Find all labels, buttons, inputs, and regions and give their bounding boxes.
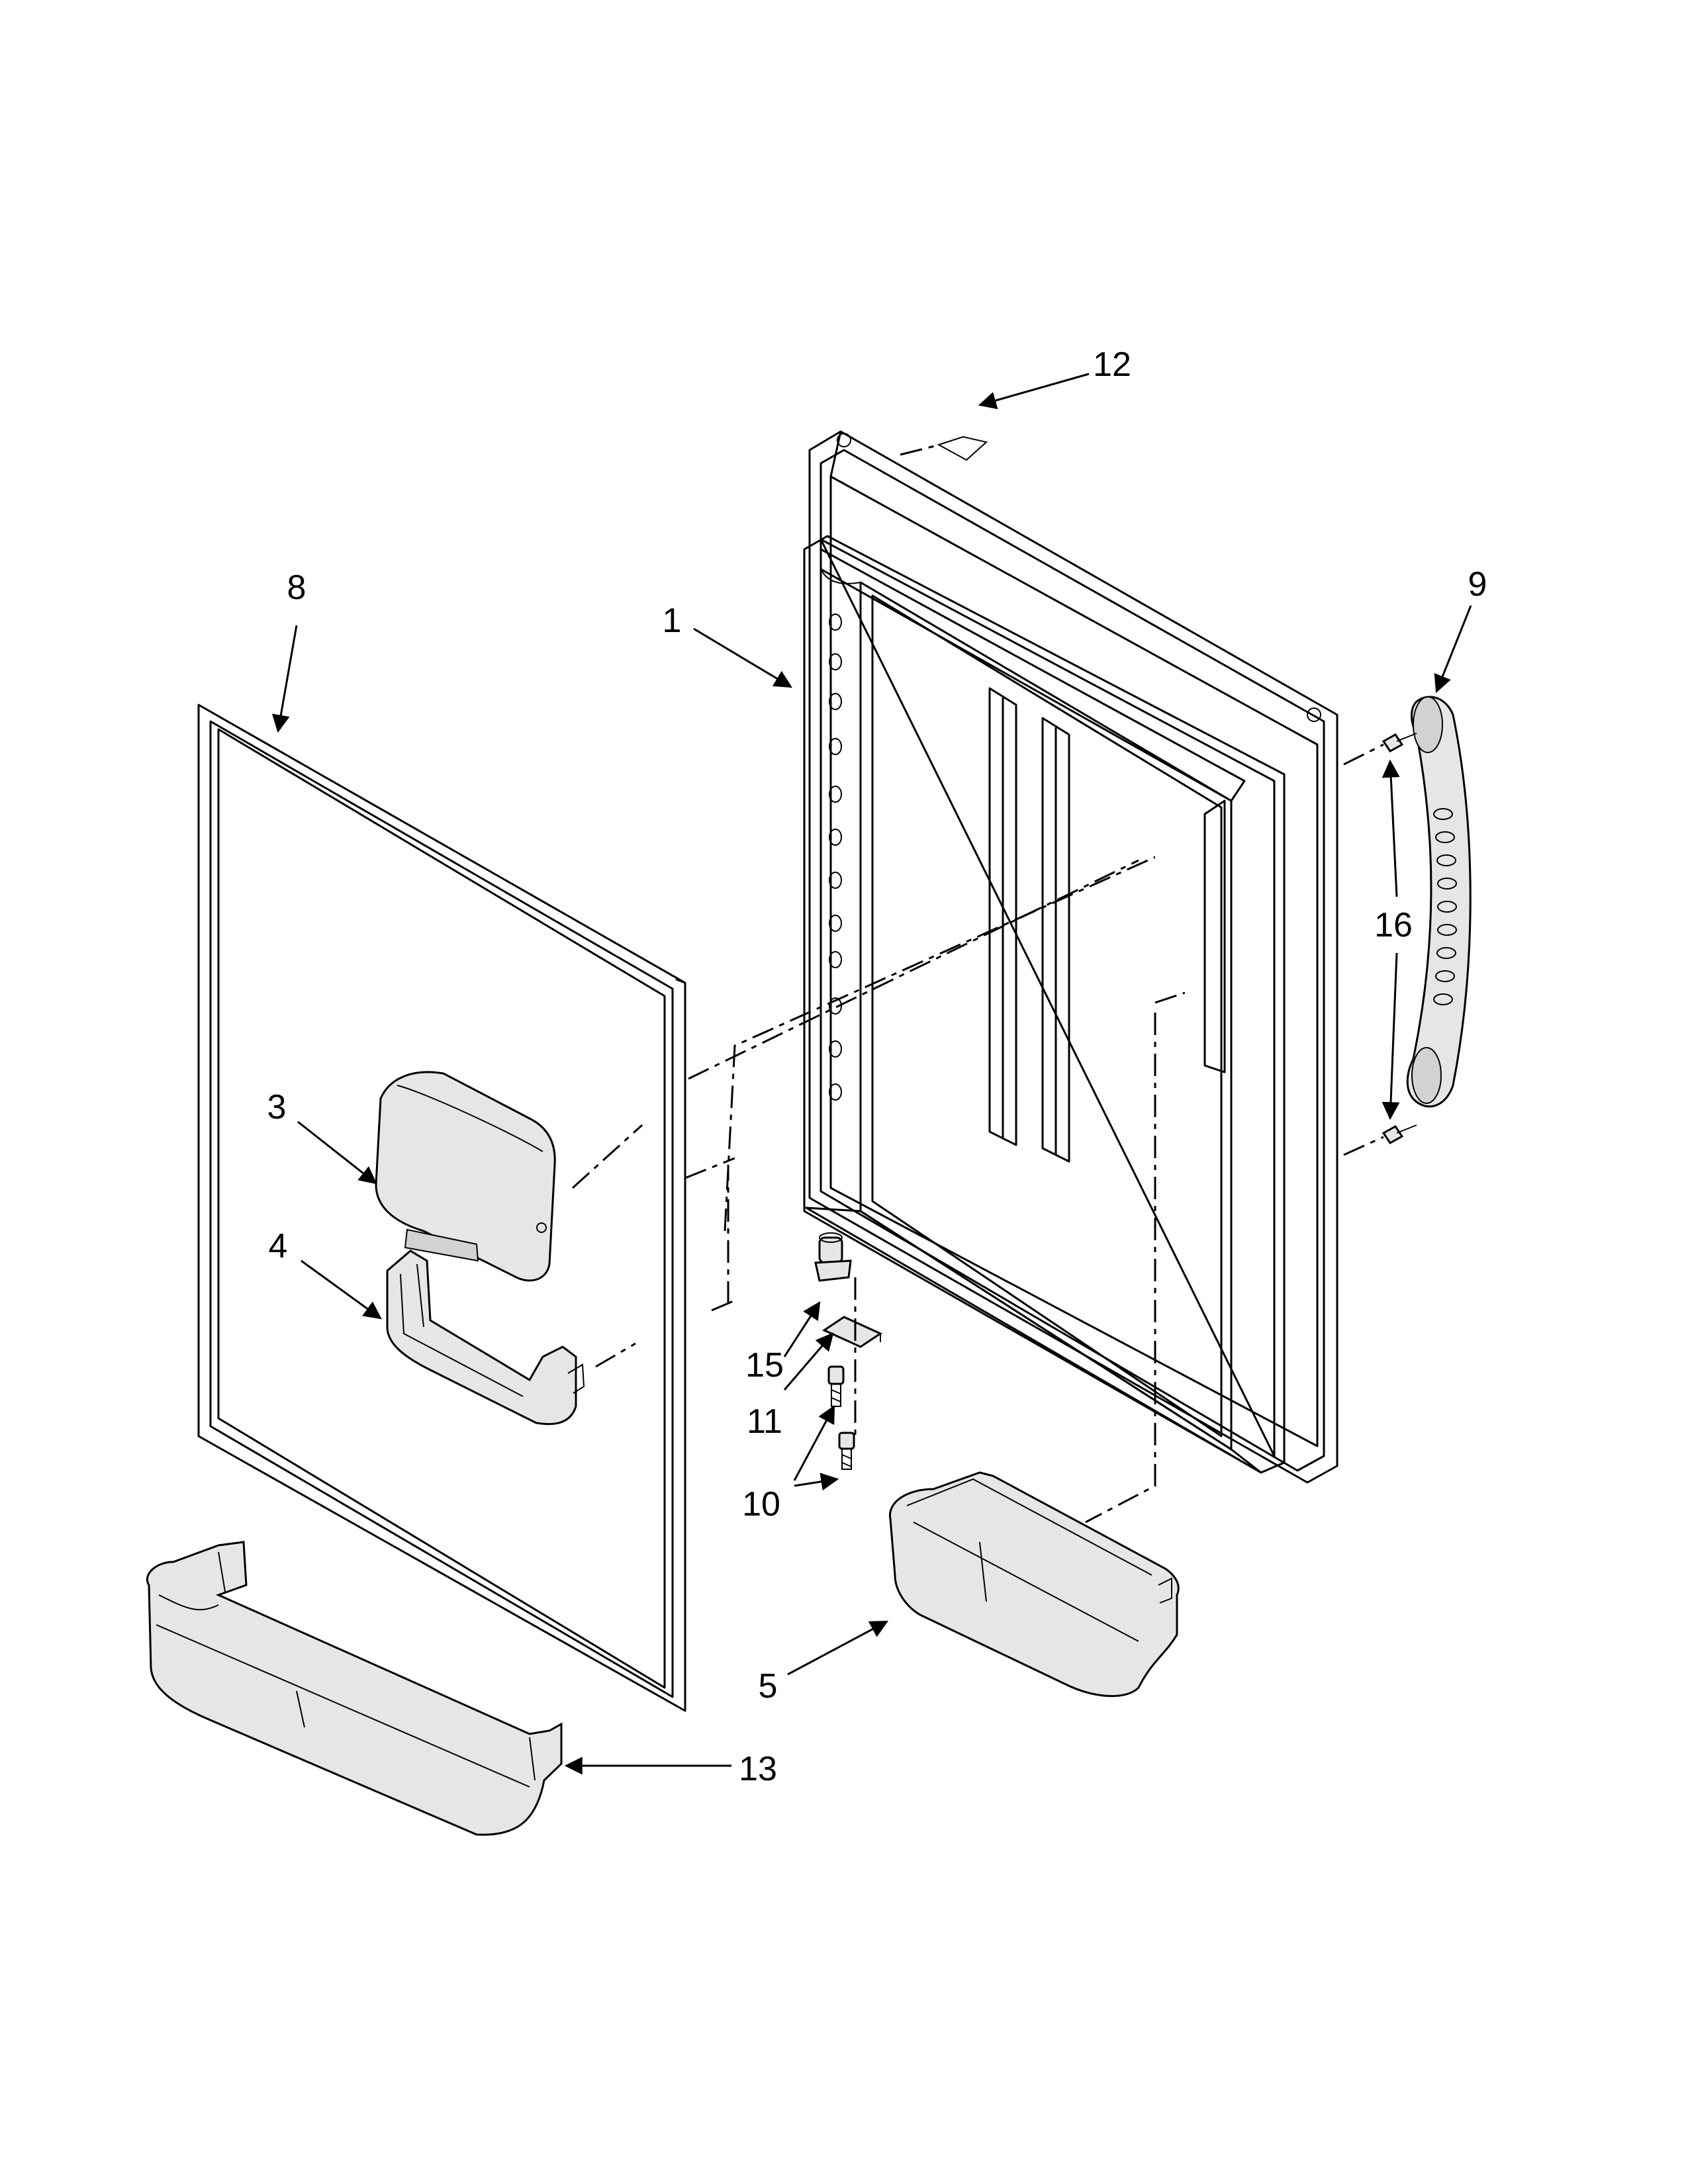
callout-11: 11 <box>747 1402 782 1441</box>
callout-12: 12 <box>1093 345 1131 384</box>
callout-9: 9 <box>1468 565 1487 604</box>
callout-15: 15 <box>745 1346 784 1385</box>
hinge-bushing-part-15 <box>814 1232 852 1282</box>
callout-10: 10 <box>742 1485 780 1524</box>
callout-16: 16 <box>1374 906 1413 944</box>
callout-4: 4 <box>269 1227 288 1265</box>
callout-3: 3 <box>267 1088 287 1126</box>
hinge-plate-part-11 <box>821 1316 883 1348</box>
dispenser-tray-part-4 <box>386 1250 585 1426</box>
door-panel-part-8 <box>197 704 686 1712</box>
screw-part-10 <box>827 1365 855 1470</box>
door-bin-part-5 <box>888 1471 1180 1698</box>
plug-part-12 <box>937 435 988 461</box>
callout-leaders <box>271 373 1472 1775</box>
dispenser-cover-part-3 <box>375 1071 556 1282</box>
door-liner-part-1 <box>803 430 1338 1484</box>
callout-8: 8 <box>287 569 306 607</box>
callout-5: 5 <box>759 1667 778 1706</box>
callout-13: 13 <box>739 1750 777 1788</box>
handle-screw-part-16 <box>1382 733 1417 1144</box>
callout-labels: 8 1 12 9 16 3 4 15 11 10 5 13 <box>267 345 1487 1788</box>
callout-1: 1 <box>663 602 682 640</box>
assembly-lines <box>571 443 1384 1524</box>
door-bin-part-13 <box>146 1541 563 1836</box>
handle-part-9 <box>1406 696 1472 1108</box>
